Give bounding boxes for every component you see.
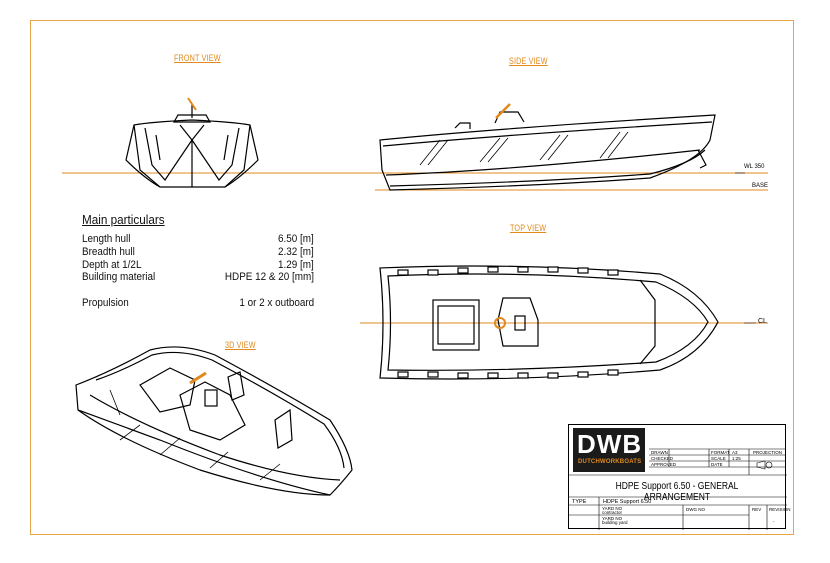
particular-label: Depth at 1/2L bbox=[82, 259, 142, 271]
revision-label: REVISION bbox=[769, 507, 791, 512]
propulsion-label: Propulsion bbox=[82, 297, 129, 309]
particular-value: HDPE 12 & 20 [mm] bbox=[224, 271, 314, 283]
checked-label: CHECKED bbox=[651, 456, 674, 461]
propulsion-value: 1 or 2 x outboard bbox=[239, 297, 314, 309]
revision-value: - bbox=[773, 519, 775, 524]
date-label: DATE bbox=[711, 462, 723, 467]
particular-value: 6.50 [m] bbox=[278, 233, 314, 245]
title-block-grid bbox=[569, 448, 787, 530]
particulars-title: Main particulars bbox=[82, 212, 165, 227]
yard-value-2: building yard bbox=[602, 520, 628, 525]
yard-label-1: YARD NO bbox=[602, 506, 623, 511]
rev-label: REV bbox=[752, 507, 762, 512]
side-view-label: SIDE VIEW bbox=[509, 56, 548, 66]
projection-label: PROJECTION bbox=[753, 450, 783, 455]
propulsion-row: Propulsion 1 or 2 x outboard bbox=[82, 297, 314, 310]
baseline-label: BASE bbox=[752, 183, 769, 189]
type-value: HDPE Support 6.50 bbox=[603, 499, 652, 505]
approved-label: APPROVED bbox=[651, 462, 677, 467]
particular-row: Breadth hull 2.32 [m] bbox=[82, 246, 314, 259]
drawn-label: DRAWN bbox=[651, 450, 668, 455]
front-view-drawing bbox=[125, 97, 259, 188]
drawing-frame bbox=[30, 20, 794, 535]
logo-subtext: DUTCHWORKBOATS bbox=[578, 459, 642, 465]
format-value: A3 bbox=[732, 450, 738, 455]
yard-value-1: contractor bbox=[602, 510, 623, 515]
drawing-title: HDPE Support 6.50 - GENERAL ARRANGEMENT bbox=[615, 481, 739, 503]
particular-value: 1.29 [m] bbox=[278, 259, 314, 271]
particular-label: Length hull bbox=[82, 233, 131, 245]
format-label: FORMAT bbox=[711, 450, 730, 455]
particular-label: Breadth hull bbox=[82, 246, 135, 258]
top-view-drawing bbox=[379, 265, 756, 380]
particular-value: 2.32 [m] bbox=[278, 246, 314, 258]
scale-value: 1:25 bbox=[732, 456, 741, 461]
yard-label-2: YARD NO bbox=[602, 516, 623, 521]
top-view-label: TOP VIEW bbox=[510, 223, 547, 233]
scale-label: SCALE bbox=[711, 456, 726, 461]
logo-text: DWB bbox=[577, 429, 643, 459]
3d-view-label: 3D VIEW bbox=[225, 340, 256, 350]
type-label: TYPE bbox=[572, 499, 587, 505]
particular-row: Building material HDPE 12 & 20 [mm] bbox=[82, 271, 314, 284]
centerline-label: CL bbox=[758, 318, 767, 325]
particular-label: Building material bbox=[82, 271, 156, 283]
side-view-drawing bbox=[379, 103, 745, 191]
dwb-logo: DWB DUTCHWORKBOATS bbox=[573, 428, 645, 472]
particular-row: Length hull 6.50 [m] bbox=[82, 233, 314, 246]
3d-view-drawing bbox=[75, 346, 353, 496]
dwg-no-label: DWG NO bbox=[686, 507, 705, 512]
front-view-label: FRONT VIEW bbox=[174, 53, 221, 63]
title-block: DWB DUTCHWORKBOATS DRAWN CHECKED APPROVE… bbox=[568, 424, 791, 530]
particular-row: Depth at 1/2L 1.29 [m] bbox=[82, 259, 314, 272]
waterline-label: WL 350 bbox=[744, 164, 765, 170]
